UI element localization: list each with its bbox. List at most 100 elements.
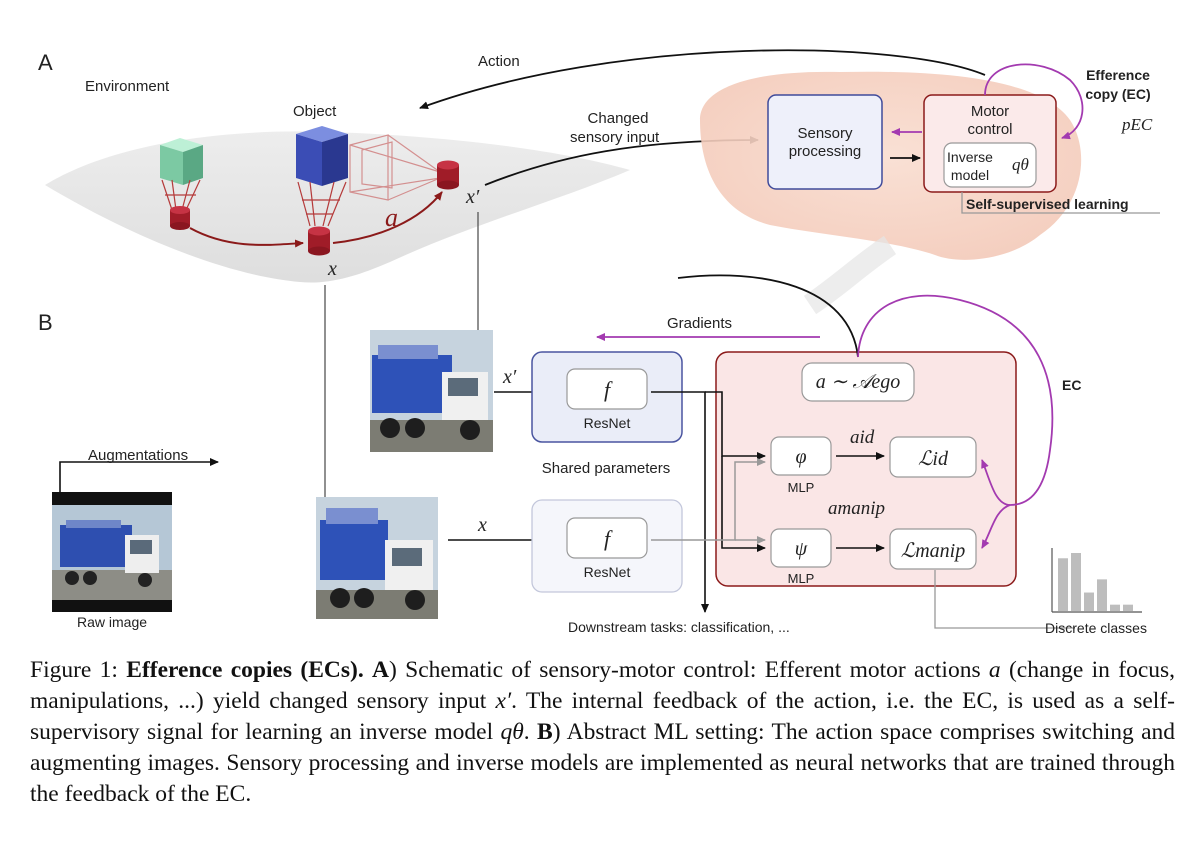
caption-a-symbol: a — [988, 657, 1001, 683]
caption-text-4: . — [523, 719, 538, 745]
q-theta-symbol: qθ — [1012, 155, 1029, 174]
chart-bar-4 — [1097, 579, 1107, 611]
sensory-processing-label-1: Sensory — [797, 125, 853, 142]
x-symbol: x — [327, 258, 337, 280]
sensory-processing-box — [767, 94, 883, 190]
resnet-label-bottom: ResNet — [584, 564, 631, 580]
efference-copy-label-1: Efference — [1086, 67, 1150, 83]
caption-part-a: A — [372, 657, 390, 683]
chart-bar-3 — [1084, 592, 1094, 611]
camera-cylinder-1-icon — [170, 206, 190, 230]
action-arrow — [419, 49, 986, 110]
caption-part-b: B — [537, 719, 553, 745]
camera-cylinder-2-icon — [308, 226, 330, 256]
blue-view-frustum-icon — [297, 181, 347, 227]
l-id-symbol: ℒid — [918, 448, 949, 470]
psi-symbol: ψ — [795, 538, 808, 560]
changed-input-label-1: Changed — [588, 110, 649, 127]
augmentations-label: Augmentations — [88, 447, 188, 464]
f-box-top — [566, 368, 648, 410]
caption-q-theta-symbol: qθ — [500, 719, 524, 745]
f-box-bottom — [566, 517, 648, 559]
gradient-loop — [857, 294, 1054, 506]
efference-copy-label-2: copy (EC) — [1085, 86, 1150, 102]
chart-bar-5 — [1110, 604, 1120, 611]
caption-text-5: ) Abstract ML setting: The action space … — [30, 719, 1176, 807]
efference-copy-loop-arrow — [984, 63, 1084, 140]
bottom-features-to-phi-arrow — [651, 458, 766, 541]
caption-figure-label: Figure 1: — [30, 657, 118, 683]
ego-formula: a ∼ 𝒜ego — [816, 371, 901, 393]
caption-x-prime-symbol: x′ — [495, 688, 512, 714]
ec-label: EC — [1062, 377, 1081, 393]
chart-bar-1 — [1058, 558, 1068, 611]
augmented-image-x-prime — [370, 330, 493, 452]
caption-text-1: ) Schematic of sensory-motor control: Ef… — [389, 657, 989, 683]
a-symbol: a — [385, 203, 398, 232]
figure-caption: Figure 1: Efference copies (ECs). A) Sch… — [30, 655, 1175, 810]
motor-control-label-2: control — [967, 121, 1012, 138]
diagram-canvas: A Environment Object — [38, 49, 1160, 636]
mlp-label-bottom: MLP — [788, 571, 815, 586]
discrete-classes-connector — [934, 570, 1075, 629]
blue-cube-icon — [296, 126, 348, 186]
panel-b-letter: B — [38, 310, 53, 335]
caption-text-3: . The internal feedback of the action, i… — [30, 688, 1175, 745]
shared-parameters-label: Shared parameters — [542, 460, 670, 477]
top-features-to-phi-arrow — [705, 391, 766, 460]
action-arrow-red-2 — [332, 191, 443, 244]
ego-action-curve — [677, 274, 859, 358]
x-prime-symbol: x′ — [465, 186, 480, 208]
diagram-svg: A Environment Object — [38, 49, 1160, 636]
raw-image-label: Raw image — [77, 614, 147, 630]
ssl-label: Self-supervised learning — [966, 196, 1129, 212]
f-symbol-top: f — [604, 377, 613, 402]
caption-text-2: (change in focus, manipulations, ...) yi… — [30, 657, 1176, 714]
l-manip-box — [889, 528, 977, 570]
phi-symbol: φ — [795, 446, 806, 468]
caption-title: Efference copies (ECs). — [126, 657, 364, 683]
p-ec-symbol: pEC — [1121, 115, 1153, 134]
ec-box — [715, 351, 1017, 587]
a-manip-symbol: amanip — [828, 498, 885, 519]
a-id-symbol: aid — [850, 427, 875, 448]
augmentations-arrow — [59, 458, 219, 493]
chart-bar-2 — [1071, 553, 1081, 611]
downstream-label: Downstream tasks: classification, ... — [568, 619, 790, 635]
pink-view-frustum-icon — [349, 134, 441, 201]
phi-box — [770, 436, 832, 476]
object-label: Object — [293, 103, 337, 120]
inverse-model-box — [943, 142, 1037, 188]
b-x-symbol: x — [477, 514, 487, 536]
chart-bar-6 — [1123, 604, 1133, 611]
discrete-classes-chart — [1051, 548, 1142, 613]
gradient-to-lid-arrow — [981, 459, 1011, 506]
f-symbol-bottom: f — [604, 526, 613, 551]
environment-label: Environment — [85, 78, 170, 95]
green-cube-icon — [160, 138, 203, 185]
l-manip-symbol: ℒmanip — [901, 540, 965, 562]
inverse-model-label-1: Inverse — [947, 149, 993, 165]
ego-box — [801, 362, 915, 402]
camera-cylinder-3-icon — [437, 160, 459, 190]
b-x-prime-symbol: x′ — [502, 366, 517, 388]
raw-image-truck — [52, 492, 172, 612]
ssl-bracket — [961, 192, 1160, 214]
top-features-to-psi-arrow — [721, 456, 766, 552]
action-label: Action — [478, 53, 520, 70]
resnet-label-top: ResNet — [584, 415, 631, 431]
original-image-x — [316, 497, 438, 619]
discrete-classes-label: Discrete classes — [1045, 620, 1147, 636]
sensory-processing-label-2: processing — [789, 143, 862, 160]
gradient-to-lmanip-arrow — [981, 504, 1011, 549]
psi-box — [770, 528, 832, 568]
gradients-label: Gradients — [667, 315, 732, 332]
swoosh-decoration — [803, 235, 897, 315]
l-id-box — [889, 436, 977, 478]
inverse-model-label-2: model — [951, 167, 989, 183]
green-view-frustum-icon — [161, 179, 201, 211]
mlp-label-top: MLP — [788, 480, 815, 495]
panel-a-letter: A — [38, 50, 53, 75]
action-arrow-red-1 — [189, 227, 304, 248]
motor-control-label-1: Motor — [971, 103, 1009, 120]
